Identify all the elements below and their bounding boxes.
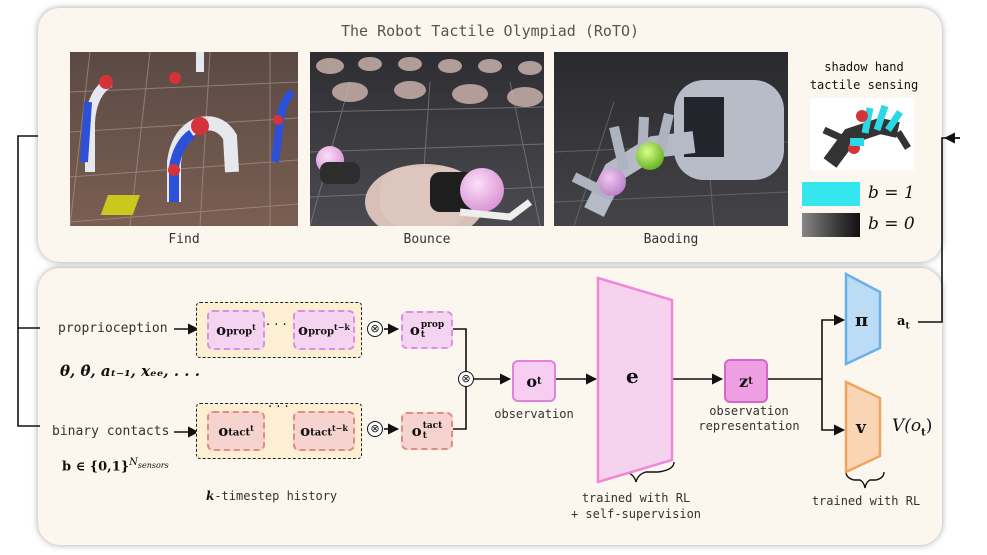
binary-contacts-label: binary contacts <box>52 424 170 439</box>
bounce-scene-image <box>310 52 544 226</box>
proprio-agg-prop: prop <box>420 320 445 330</box>
history-text: -timestep history <box>214 489 338 503</box>
observation-node-sub: t <box>537 375 542 387</box>
value-out-main: V(o <box>892 416 922 436</box>
tactile-agg-o: o <box>411 422 422 440</box>
shadow-hand-title: shadow hand tactile sensing <box>800 58 928 94</box>
proprioception-vars: θ, θ̇, aₜ₋₁, xₑₑ, . . . <box>60 362 200 380</box>
encoder-shape <box>596 276 674 484</box>
proprio-dots: · · · <box>266 318 287 333</box>
legend-swatch-off <box>802 213 860 237</box>
shadow-hand-title-line1: shadow hand <box>824 60 904 74</box>
policy-head-shape <box>844 271 882 366</box>
observation-node-o: o <box>526 371 538 391</box>
proprio-token-t-prop: prop <box>226 326 253 338</box>
observation-representation-label: observation representation <box>690 404 808 434</box>
proprio-token-tk-sup: propt−k <box>308 322 350 337</box>
obs-rep-line2: representation <box>698 419 800 433</box>
tactile-token-t-sup: tactt <box>228 423 254 438</box>
find-scene-image <box>70 52 298 226</box>
value-out-sub: t <box>921 427 926 439</box>
shadow-hand-icon <box>571 80 784 217</box>
tactile-agg-tact: tact <box>422 421 443 431</box>
encoder-training-line1: trained with RL <box>581 491 691 505</box>
encoder-label: e <box>626 364 639 388</box>
value-output-label: V(ot) <box>892 416 932 438</box>
diagram-title: The Robot Tactile Olympiad (RoTO) <box>340 22 639 40</box>
tactile-token-tk-o: o <box>300 422 311 440</box>
proprio-agg-t: t <box>420 330 425 340</box>
value-out-close: ) <box>925 416 933 436</box>
encoder-training-line2: + self-supervision <box>570 507 702 521</box>
encoder-training-label: trained with RL + self-supervision <box>556 490 716 522</box>
legend-label-on: b = 1 <box>868 183 915 203</box>
tactile-token-t-t: t <box>250 423 254 434</box>
tactile-token-tk-tact: tact <box>310 427 332 439</box>
representation-node-sub: t <box>748 375 753 387</box>
history-k: k <box>206 489 215 503</box>
heads-brace <box>845 471 885 489</box>
value-head-shape <box>844 380 882 474</box>
action-label: at <box>897 314 910 332</box>
shadow-hand-title-line2: tactile sensing <box>809 78 919 92</box>
task-label-baoding: Baoding <box>643 232 699 247</box>
history-label: k-timestep history <box>206 489 337 503</box>
value-label: v <box>856 418 866 438</box>
tactile-token-t-tact: tact <box>228 427 251 439</box>
tactile-token-tk-t: t−k <box>331 423 348 434</box>
bottom-panel <box>38 268 942 545</box>
proprio-token-tk-prop: prop <box>308 326 334 338</box>
contact-vars-main: b ∈ {0,1} <box>62 459 130 475</box>
tactile-agg-t: t <box>422 431 427 441</box>
tactile-dots: · · · <box>268 400 289 415</box>
contact-vars-sup: Nsensors <box>129 457 169 470</box>
policy-label: π <box>855 310 869 331</box>
proprio-aggregate-icon: ⊗ <box>367 321 383 337</box>
robot-hand-icon <box>365 164 533 226</box>
tactile-aggregate-icon: ⊗ <box>367 421 383 437</box>
contact-vars-sub: sensors <box>137 461 169 470</box>
legend-label-off: b = 0 <box>868 214 915 234</box>
action-label-a: a <box>897 314 906 329</box>
action-label-sub: t <box>905 321 910 332</box>
proprio-token-tk-t: t−k <box>334 322 350 333</box>
merge-icon: ⊗ <box>458 371 474 387</box>
legend-swatch-on <box>802 182 860 206</box>
proprio-agg-o: o <box>409 321 420 339</box>
robot-arm-icon <box>80 52 295 215</box>
proprioception-label: proprioception <box>58 321 168 336</box>
contact-vars: b ∈ {0,1}Nsensors <box>62 457 169 474</box>
task-label-bounce: Bounce <box>403 232 451 247</box>
task-label-find: Find <box>168 232 200 247</box>
contact-vars-sup-n: N <box>129 457 138 468</box>
observation-label: observation <box>494 407 574 421</box>
proprio-token-t-sup: propt <box>226 322 256 337</box>
heads-training-label: trained with RL <box>811 494 921 508</box>
obs-rep-line1: observation <box>709 404 789 418</box>
baoding-scene-image <box>554 52 788 226</box>
proprio-token-t-t: t <box>252 322 256 333</box>
proprio-token-t-o: o <box>216 321 227 339</box>
tactile-token-tk-sup: tactt−k <box>310 423 348 438</box>
tactile-token-t-o: o <box>218 422 229 440</box>
proprio-token-tk-o: o <box>298 321 309 339</box>
representation-node-z: z <box>739 371 749 391</box>
tactile-hand-image <box>810 98 914 170</box>
